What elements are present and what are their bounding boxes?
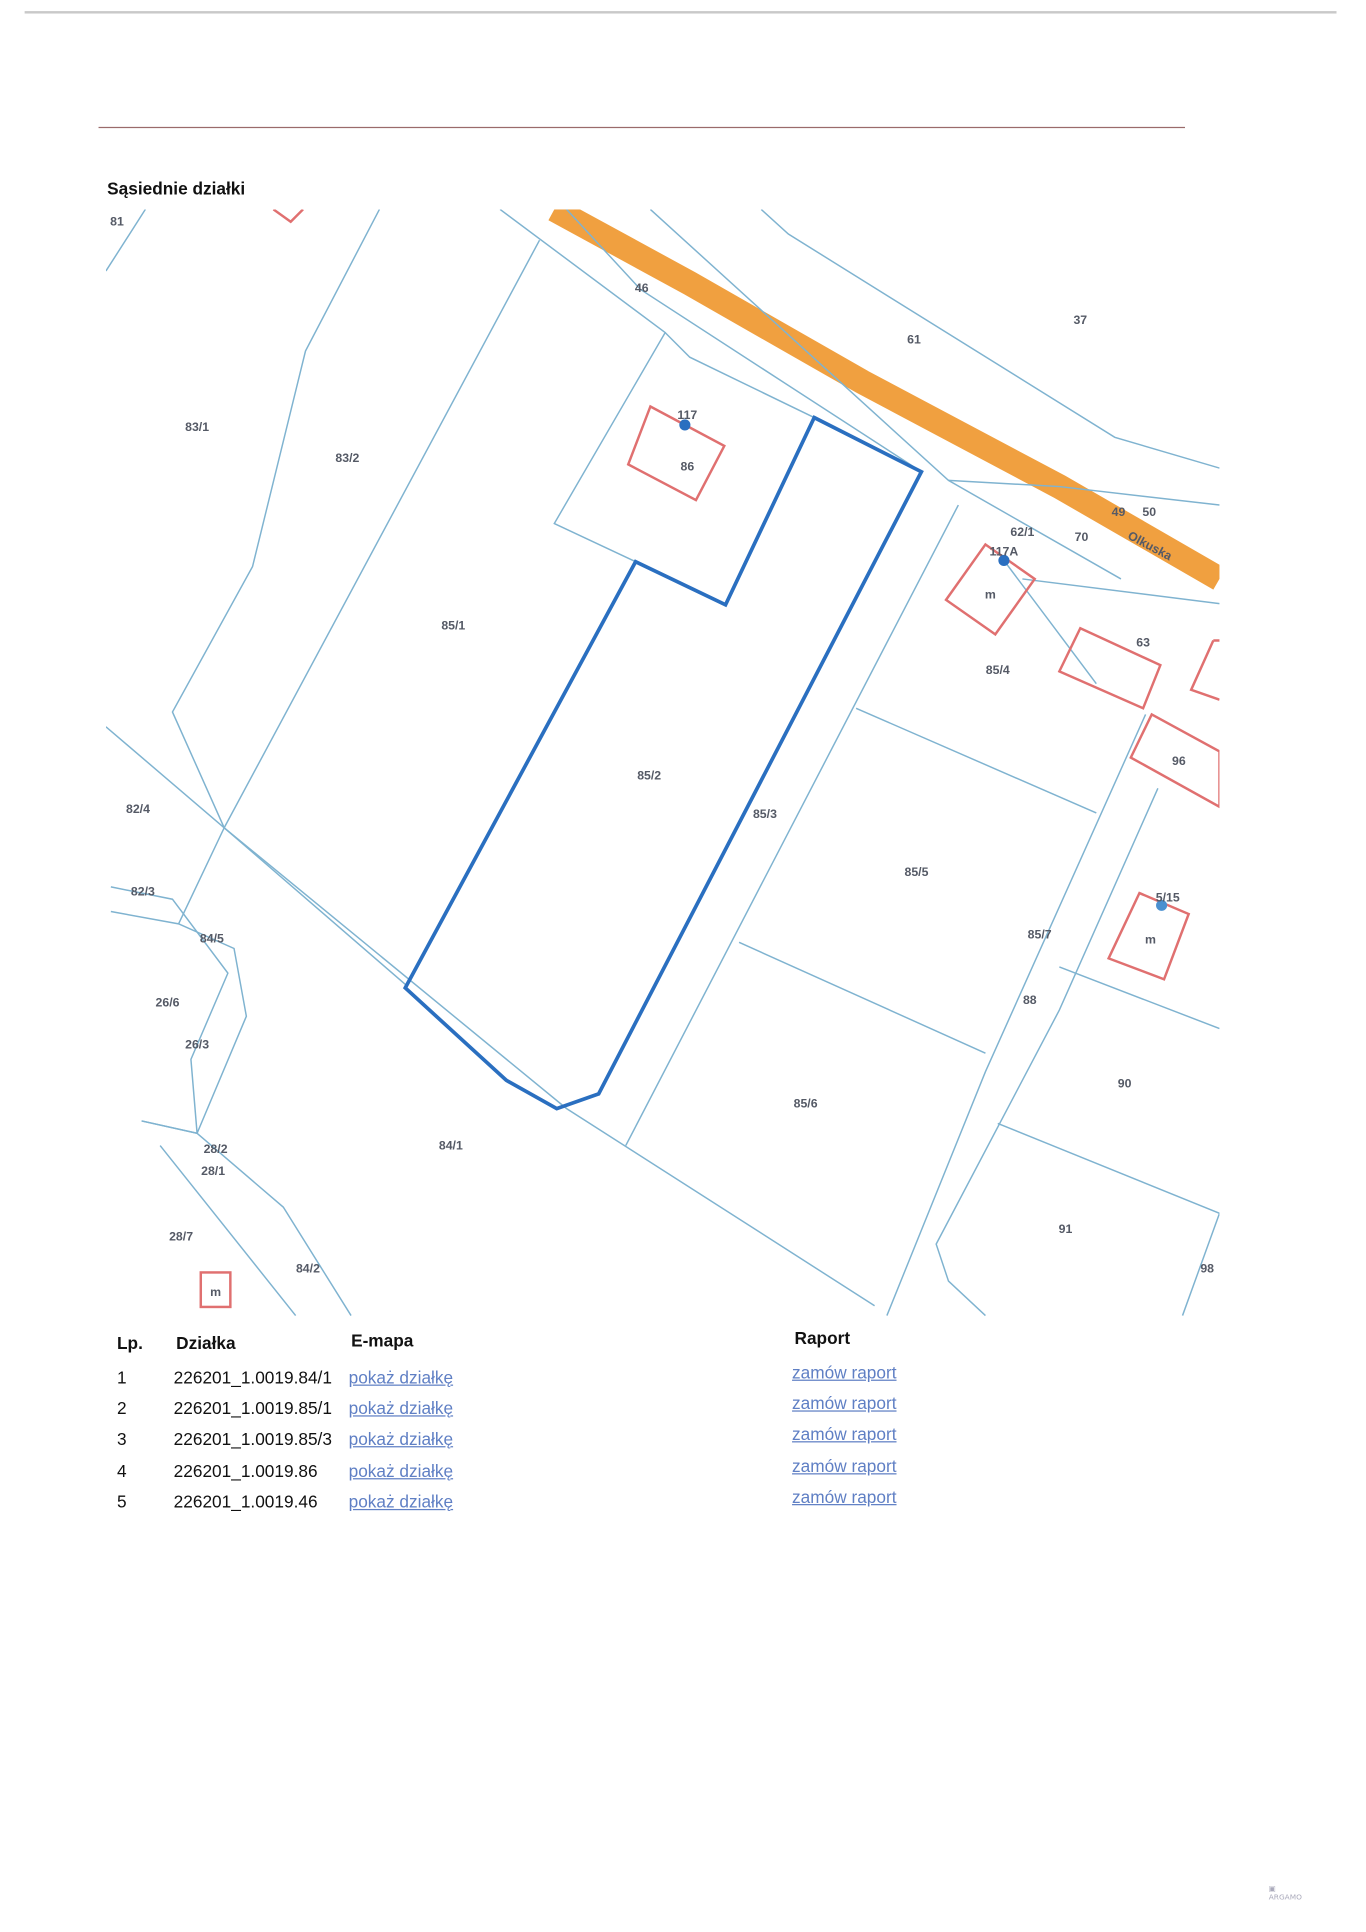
- parcel-label: 28/1: [201, 1164, 225, 1178]
- parcel-label: 37: [1073, 313, 1087, 327]
- address-label: 117A: [990, 545, 1019, 559]
- parcel-label: 26/3: [185, 1037, 209, 1051]
- parcel-label: 83/2: [335, 451, 359, 465]
- parcel-label: 28/2: [204, 1142, 228, 1156]
- parcel-label: 62/1: [1010, 525, 1034, 539]
- address-label: 5/15: [1156, 891, 1180, 905]
- parcel-label: 91: [1059, 1222, 1073, 1236]
- parcel-label: 82/3: [131, 885, 155, 899]
- header-emap: E-mapa: [351, 1330, 414, 1351]
- parcel-boundaries: [105, 209, 1220, 1317]
- selected-parcel-85-2[interactable]: [402, 415, 924, 1111]
- parcel-label: 98: [1200, 1261, 1214, 1275]
- parcel-id: 226201_1.0019.85/1: [173, 1398, 332, 1418]
- parcel-label: 85/7: [1028, 928, 1052, 942]
- parcel-label: 84/2: [296, 1261, 320, 1275]
- building-label: m: [985, 588, 996, 602]
- address-label: 117: [677, 408, 697, 422]
- parcel-label: 61: [907, 333, 921, 347]
- order-report-link[interactable]: zamów raport: [792, 1362, 897, 1383]
- parcel-label: 28/7: [169, 1229, 193, 1243]
- order-report-link[interactable]: zamów raport: [792, 1455, 897, 1476]
- parcel-label: 82/4: [126, 802, 150, 816]
- building-label: m: [1145, 933, 1156, 947]
- divider: [98, 126, 1185, 129]
- parcel-label: 85/4: [986, 663, 1010, 677]
- parcel-label: 63: [1136, 636, 1150, 650]
- parcel-map[interactable]: 81 46 61 37 83/1 83/2 86 49 50 62/1 70 85/1 63 85/4 96…: [105, 209, 1220, 1318]
- row-number: 2: [117, 1398, 127, 1418]
- row-number: 1: [117, 1367, 127, 1388]
- parcel-label: 86: [681, 460, 695, 474]
- parcel-label: 85/1: [441, 618, 465, 632]
- parcel-label: 70: [1075, 530, 1089, 544]
- road-olkuska: [548, 209, 1220, 590]
- row-number: 4: [117, 1460, 127, 1481]
- header-report: Raport: [794, 1327, 851, 1348]
- parcel-id: 226201_1.0019.86: [173, 1460, 318, 1481]
- order-report-link[interactable]: zamów raport: [792, 1423, 897, 1444]
- order-report-link[interactable]: zamów raport: [792, 1486, 897, 1507]
- parcel-label: 84/1: [439, 1138, 463, 1152]
- parcel-label: 85/2: [637, 769, 661, 783]
- argamo-logo: ▣ARGAMO: [1268, 1884, 1302, 1902]
- parcel-label: 88: [1023, 993, 1037, 1007]
- building-label: m: [210, 1285, 221, 1299]
- parcel-id: 226201_1.0019.84/1: [173, 1367, 332, 1388]
- parcel-label: 46: [635, 281, 649, 295]
- parcel-label: 49: [1112, 505, 1126, 519]
- parcel-id: 226201_1.0019.46: [173, 1491, 318, 1512]
- row-number: 3: [117, 1428, 127, 1449]
- show-parcel-link[interactable]: pokaż działkę: [348, 1398, 454, 1418]
- header-lp: Lp.: [117, 1332, 143, 1353]
- order-report-link[interactable]: zamów raport: [792, 1393, 897, 1413]
- parcel-label: 83/1: [185, 420, 209, 434]
- parcel-id: 226201_1.0019.85/3: [173, 1428, 332, 1449]
- parcel-label: 85/6: [794, 1096, 818, 1110]
- buildings: [199, 209, 1220, 1309]
- parcel-label: 90: [1118, 1077, 1132, 1091]
- parcel-label: 26/6: [156, 995, 180, 1009]
- parcel-label: 50: [1142, 505, 1156, 519]
- parcel-label: 81: [110, 214, 124, 228]
- show-parcel-link[interactable]: pokaż działkę: [348, 1491, 454, 1512]
- show-parcel-link[interactable]: pokaż działkę: [348, 1367, 454, 1388]
- parcel-label: 85/3: [753, 807, 777, 821]
- header-parcel: Działka: [176, 1332, 236, 1353]
- section-title: Sąsiednie działki: [107, 178, 246, 199]
- show-parcel-link[interactable]: pokaż działkę: [348, 1460, 454, 1481]
- parcel-label: 96: [1172, 754, 1186, 768]
- parcel-label: 84/5: [200, 931, 224, 945]
- parcel-label: 85/5: [904, 865, 928, 879]
- show-parcel-link[interactable]: pokaż działkę: [348, 1428, 454, 1449]
- row-number: 5: [117, 1491, 127, 1512]
- address-points: [679, 419, 1168, 911]
- top-border: [24, 11, 1337, 14]
